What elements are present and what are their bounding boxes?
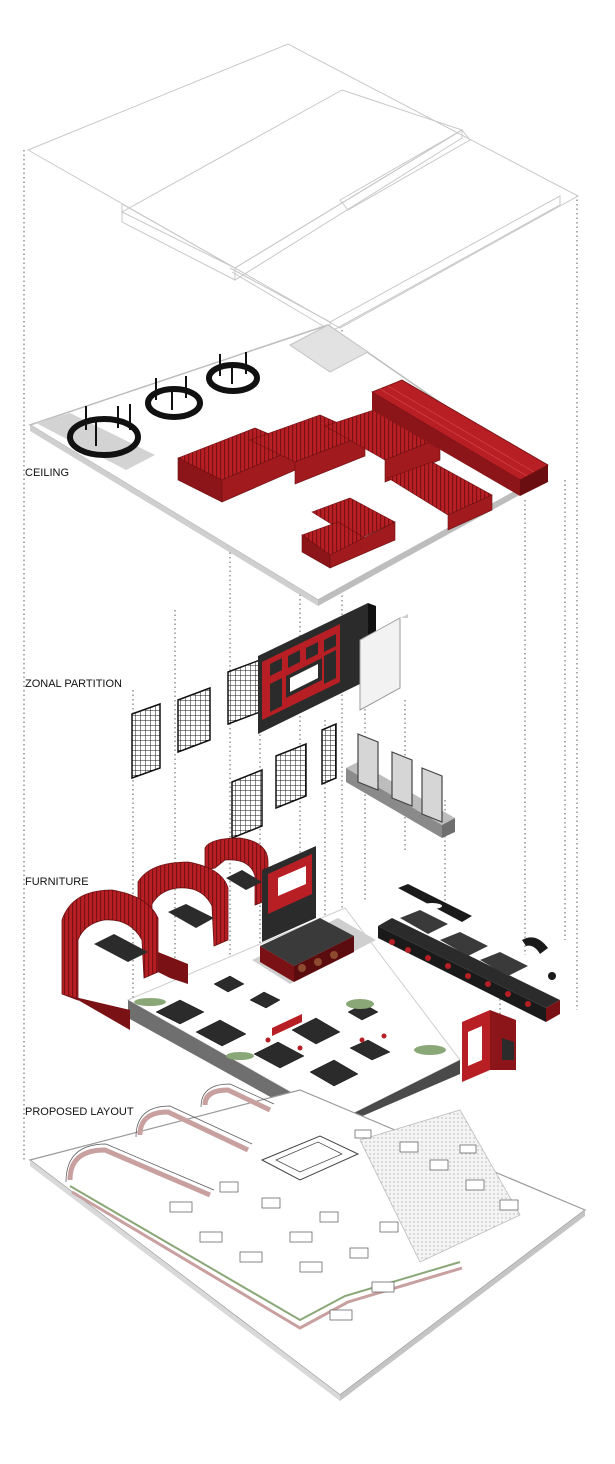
chandelier-3 (206, 352, 260, 394)
plant-strips (134, 998, 446, 1060)
zonal-partition-label: ZONAL PARTITION (25, 678, 122, 690)
lattice-screen (275, 742, 307, 810)
red-kiosk (462, 1010, 516, 1082)
dark-curved-panel (398, 884, 556, 980)
red-booth (61, 889, 188, 1030)
ceiling-layer: CEILING (25, 324, 549, 606)
booth-tables (94, 870, 262, 962)
red-slat-ceiling (177, 407, 493, 569)
proposed-layout-label: PROPOSED LAYOUT (25, 1106, 134, 1118)
long-dining-bench (378, 910, 560, 1022)
screen-planter (346, 733, 455, 838)
layout-floor-plate (28, 1089, 587, 1396)
furniture-layer: FURNITURE (25, 837, 560, 1130)
lattice-screen (321, 722, 337, 786)
layout-tables (169, 1129, 519, 1321)
dining-tables (155, 975, 391, 1087)
chandelier-1 (67, 404, 141, 458)
layout-booth-outlines (65, 1083, 275, 1191)
lattice-screen (227, 658, 261, 726)
white-panel (359, 614, 408, 711)
zonal-partition-layer: ZONAL PARTITION (25, 603, 455, 840)
bar-counter (252, 846, 376, 984)
roof-slab (26, 43, 580, 333)
lattice-screen (131, 702, 161, 780)
lattice-screen (231, 768, 263, 840)
lattice-screen (177, 686, 211, 754)
bar-stools (298, 951, 338, 972)
red-booth (204, 837, 269, 906)
chandelier-2 (145, 376, 203, 420)
proposed-layout-layer: PROPOSED LAYOUT (25, 1083, 587, 1401)
furniture-label: FURNITURE (25, 876, 89, 888)
red-booth (137, 861, 229, 947)
ceiling-label: CEILING (25, 467, 69, 479)
bar-back-wall (258, 603, 376, 734)
red-canopy (371, 379, 549, 496)
layout-booths (67, 1087, 272, 1198)
